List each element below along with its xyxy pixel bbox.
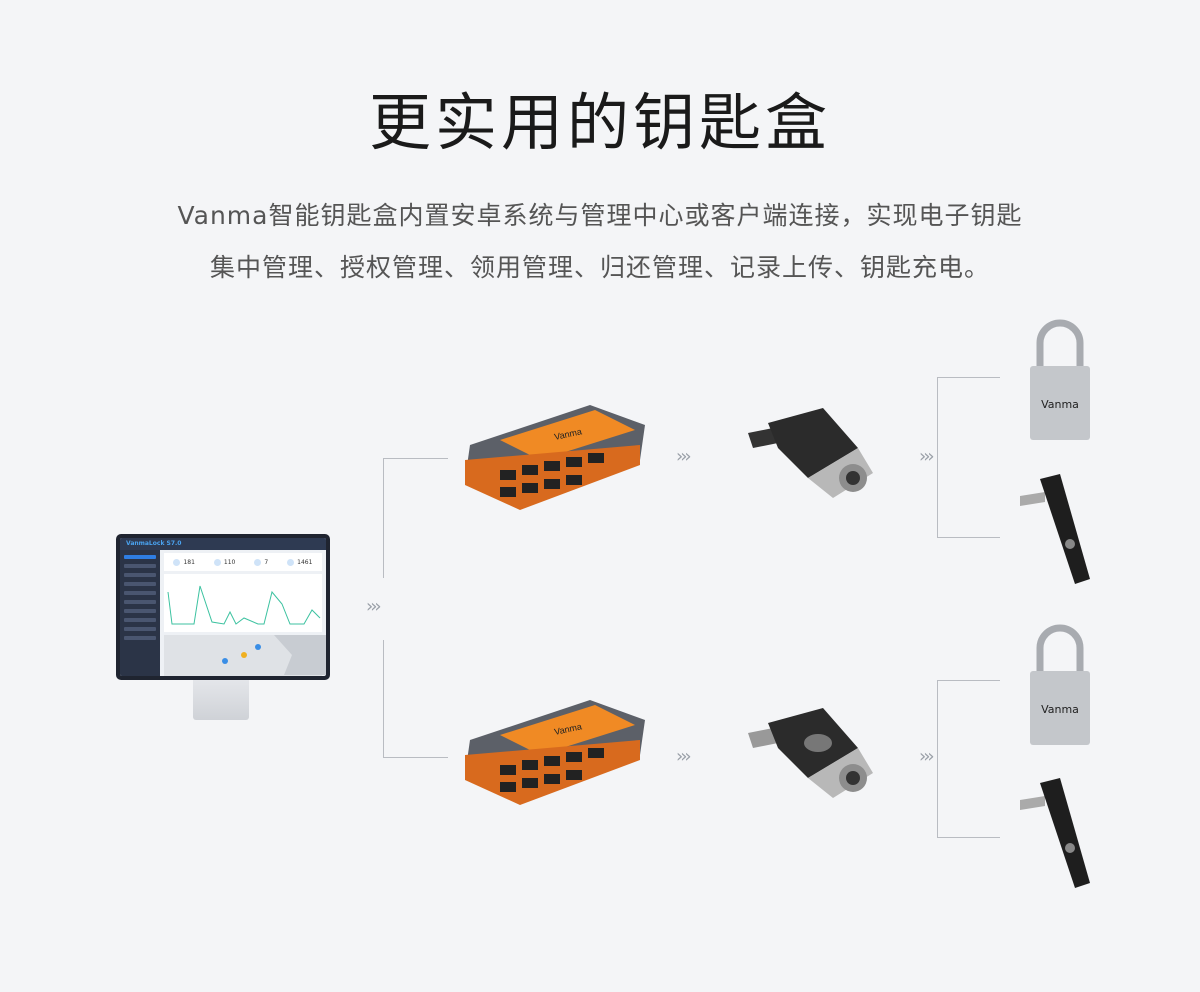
stat-value: 110 [214,559,235,566]
management-monitor: VanmaLock S7.0 181 110 7 1461 [116,534,330,680]
brand-label: Vanma [1041,703,1079,716]
padlock-icon [1030,319,1090,440]
connector [937,377,938,537]
map-shape [222,635,326,675]
padlock-icon [1030,624,1090,745]
connector [937,680,938,838]
connector [937,377,1000,378]
connector [383,458,384,578]
flow-arrow-icon: ››› [676,746,692,767]
connector [383,757,448,758]
padlock: Vanma [1028,318,1092,442]
fingerprint-key [748,708,873,798]
brand-label: Vanma [1041,398,1079,411]
connector [937,537,1000,538]
page-title: 更实用的钥匙盒 [368,86,831,159]
connector [383,458,448,459]
monitor-stand [193,680,249,720]
key-box-device: Vanma [465,405,645,510]
key-box-device: Vanma [465,700,645,805]
monitor-screen: VanmaLock S7.0 181 110 7 1461 [120,538,326,676]
stat-value: 7 [254,559,268,566]
stat-value: 181 [173,559,194,566]
connector [937,680,1000,681]
flow-arrow-icon: ››› [919,746,935,767]
flow-arrow-icon: ››› [919,446,935,467]
stat-value: 1461 [287,559,312,566]
subtitle-line-1: Vanma智能钥匙盒内置安卓系统与管理中心或客户端连接，实现电子钥匙 [177,201,1023,230]
line-chart-panel [164,574,322,632]
subtitle-line-2: 集中管理、授权管理、领用管理、归还管理、记录上传、钥匙充电。 [209,253,990,282]
stats-row: 181 110 7 1461 [164,553,322,571]
connector [937,837,1000,838]
app-sidebar [120,550,160,676]
cabinet-latch [1020,474,1090,584]
map-panel [164,635,326,676]
app-header: VanmaLock S7.0 [120,538,326,550]
connector [383,640,384,757]
padlock: Vanma [1028,623,1092,747]
cabinet-latch [1020,778,1090,888]
trend-line [167,585,321,625]
flow-arrow-icon: ››› [676,446,692,467]
flow-arrow-icon: ››› [366,596,382,617]
electronic-key [748,408,873,498]
